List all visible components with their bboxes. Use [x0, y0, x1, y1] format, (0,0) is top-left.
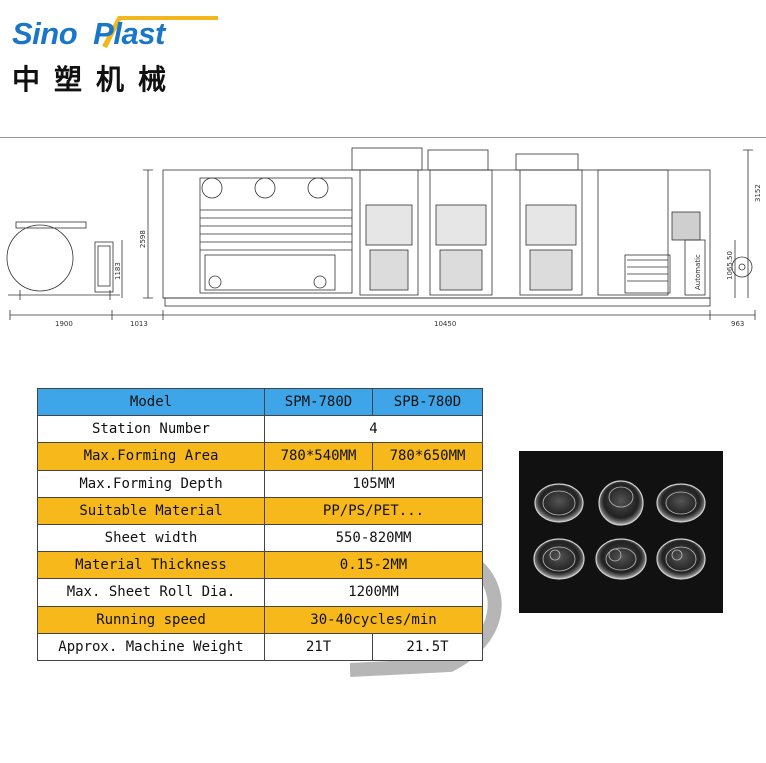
- row-value: 105MM: [264, 469, 483, 498]
- row-value-spb: 21.5T: [372, 632, 483, 661]
- logo-chinese-name: 中塑机械: [12, 63, 181, 96]
- product-photo-lids: [519, 451, 723, 613]
- row-label: Station Number: [37, 415, 265, 444]
- spec-header-row: Model SPM-780D SPB-780D: [37, 387, 483, 417]
- table-row: Max. Sheet Roll Dia. 1200MM: [37, 578, 483, 607]
- row-label: Approx. Machine Weight: [37, 632, 265, 661]
- sinoplast-logo: Sino Plast 中塑机械: [12, 14, 218, 96]
- table-row: Max.Forming Area 780*540MM 780*650MM: [37, 442, 483, 471]
- header-model-spb: SPB-780D: [372, 387, 483, 417]
- row-value: PP/PS/PET...: [264, 496, 483, 525]
- row-label: Sheet width: [37, 523, 265, 553]
- row-label: Material Thickness: [37, 551, 265, 580]
- logo-wordmark: Sino Plast: [12, 14, 165, 54]
- dim-1900: 1900: [55, 320, 73, 328]
- table-row: Max.Forming Depth 105MM: [37, 469, 483, 498]
- logo-word-sino: Sino: [12, 16, 78, 51]
- row-label: Max. Sheet Roll Dia.: [37, 578, 265, 607]
- logo-word-plast: Plast: [93, 16, 165, 51]
- logo-swoosh-icon: [102, 16, 218, 48]
- dim-3152: 3152: [754, 184, 762, 202]
- table-row: Suitable Material PP/PS/PET...: [37, 496, 483, 525]
- dim-10450: 10450: [434, 320, 456, 328]
- machine-drawing: 1900 1013 10450 963 2598 1183 3152 1065.…: [6, 147, 762, 328]
- decorative-swoosh: [350, 554, 502, 677]
- row-value-spm: 21T: [264, 632, 373, 661]
- dim-963: 963: [731, 320, 744, 328]
- row-value: 4: [264, 415, 483, 444]
- row-value-spb: 780*650MM: [372, 442, 483, 471]
- header-model-spm: SPM-780D: [264, 387, 373, 417]
- plastic-lids-image: [533, 480, 706, 580]
- row-value-spm: 780*540MM: [264, 442, 373, 471]
- table-row: Station Number 4: [37, 415, 483, 444]
- header-divider: [0, 137, 766, 138]
- dim-1065-50: 1065.50: [726, 251, 734, 280]
- row-label: Running speed: [37, 605, 265, 634]
- row-label: Max.Forming Depth: [37, 469, 265, 498]
- table-row: Running speed 30-40cycles/min: [37, 605, 483, 634]
- row-value: 550-820MM: [264, 523, 483, 553]
- row-label: Max.Forming Area: [37, 442, 265, 471]
- table-row: Sheet width 550-820MM: [37, 523, 483, 553]
- spec-table: Model SPM-780D SPB-780D Station Number 4…: [37, 387, 483, 661]
- row-value: 1200MM: [264, 578, 483, 607]
- table-row: Approx. Machine Weight 21T 21.5T: [37, 632, 483, 661]
- table-row: Material Thickness 0.15-2MM: [37, 551, 483, 580]
- machine-side-text: Automatic: [694, 254, 702, 290]
- header-model-label: Model: [37, 387, 265, 417]
- row-label: Suitable Material: [37, 496, 265, 525]
- dim-2598: 2598: [139, 230, 147, 248]
- row-value: 0.15-2MM: [264, 551, 483, 580]
- dim-1013: 1013: [130, 320, 148, 328]
- dim-1183: 1183: [114, 262, 122, 280]
- row-value: 30-40cycles/min: [264, 605, 483, 634]
